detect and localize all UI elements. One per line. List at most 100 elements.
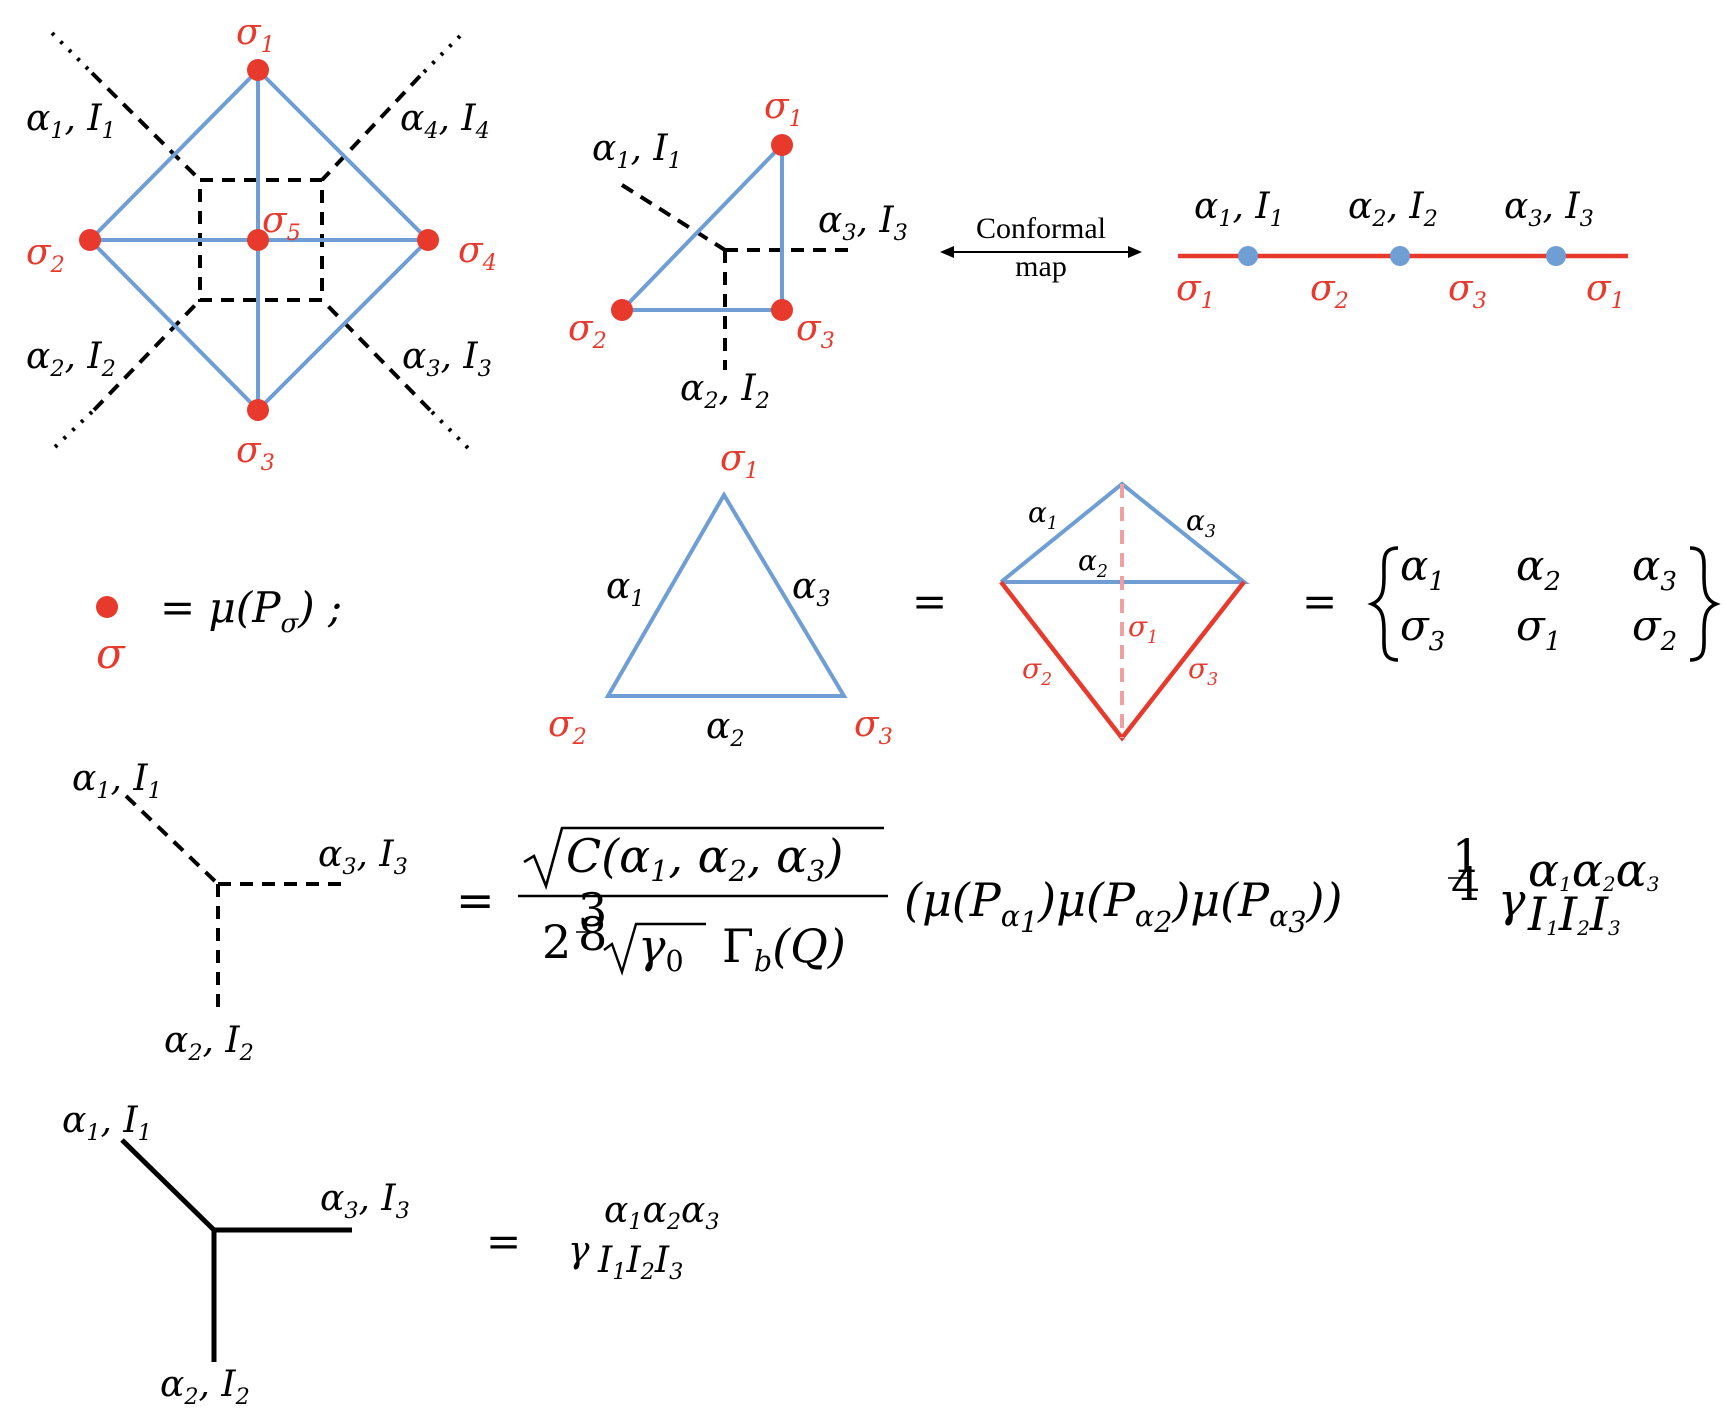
gamma-subscript: I1I2I3 [597, 1240, 683, 1285]
panel-triangle-graph: σ1 σ2 σ3 α1, I1 α3, I3 α2, I2 [568, 86, 908, 414]
conformal-map-arrow: Conformal map [940, 212, 1142, 283]
panel-boundary-line: α1, I1 α2, I2 α3, I3 σ1 σ2 σ3 σ1 [1176, 186, 1628, 314]
label-alpha2-I2: α2, I2 [164, 1020, 254, 1066]
gamma0: γ0 [638, 919, 684, 978]
gamma-subscript: I1I2I3 [1527, 887, 1621, 941]
label-alpha1-I1: α1, I1 [592, 128, 682, 174]
sqrt-numerator [523, 826, 884, 891]
label-sigma2: σ2 [1022, 652, 1052, 690]
legend-equation: = μ(Pσ) ; [160, 583, 342, 639]
puncture-1 [1238, 246, 1258, 266]
gamma-b-Q: Γb(Q) [722, 919, 846, 978]
label-alpha1-I1: α1, I1 [26, 98, 116, 144]
product-term: (μ(Pα1)μ(Pα2)μ(Pα3)) [904, 873, 1342, 939]
structure-constant-formula: = C(α1, α2, α3) 2 3 8 γ0 Γb(Q) (μ(Pα1)μ(… [456, 826, 1659, 978]
label-sigma1-left: σ1 [1176, 268, 1215, 314]
sigma4-dot [417, 229, 439, 251]
equals-2: = [1302, 577, 1337, 626]
label-sigma1: σ1 [1128, 610, 1158, 648]
label-sigma2: σ2 [568, 308, 607, 354]
quarter-den: 4 [1451, 857, 1480, 911]
label-sigma1-right: σ1 [1586, 268, 1625, 314]
sigma2-dot [79, 229, 101, 251]
sigma2-dot [611, 299, 633, 321]
label-sigma4: σ4 [458, 230, 497, 276]
label-sigma2: σ2 [548, 704, 587, 750]
edge-alpha4 [320, 74, 422, 182]
label-alpha1-I1: α1, I1 [1194, 186, 1284, 232]
label-sigma3: σ3 [854, 704, 893, 750]
denominator-base: 2 [542, 915, 571, 969]
label-alpha3-I3: α3, I3 [318, 834, 408, 880]
gamma-symbol: γ [1498, 873, 1526, 927]
arrow-label-line1: Conformal [976, 212, 1106, 245]
label-sigma5: σ5 [262, 200, 301, 246]
matrix-bottom-2: σ1 [1516, 601, 1561, 657]
label-alpha4-I4: α4, I4 [400, 98, 490, 144]
symbol-matrix: α1 α2 α3 σ3 σ1 σ2 [1367, 541, 1721, 662]
label-alpha1: α1 [606, 566, 645, 612]
dots-top-right [418, 34, 462, 78]
edge-alpha2 [92, 298, 202, 412]
label-alpha2-I2: α2, I2 [160, 1364, 250, 1410]
equals-3: = [456, 873, 495, 927]
edge-alpha1 [90, 71, 202, 182]
label-alpha1: α1 [1028, 496, 1058, 534]
label-sigma: σ [96, 629, 126, 678]
label-sigma3: σ3 [1448, 268, 1487, 314]
exponent-den: 8 [578, 907, 607, 961]
matrix-top-3: α3 [1632, 541, 1677, 597]
right-brace [1689, 546, 1721, 662]
label-alpha2-I2: α2, I2 [26, 336, 116, 382]
label-alpha2-I2: α2, I2 [680, 368, 770, 414]
gamma-superscript: α1α2α3 [604, 1190, 720, 1235]
label-sigma1: σ1 [720, 438, 759, 484]
gamma-superscript: α1α2α3 [1528, 843, 1659, 897]
label-alpha3: α3 [792, 566, 831, 612]
matrix-top-1: α1 [1400, 541, 1445, 597]
sigma5-dot [247, 229, 269, 251]
label-sigma1: σ1 [236, 12, 275, 58]
label-alpha2: α2 [1078, 544, 1108, 582]
blue-triangle [604, 491, 848, 698]
equals-1: = [912, 577, 947, 626]
sigma3-dot [771, 299, 793, 321]
sigma3-dot [247, 399, 269, 421]
label-sigma3: σ3 [236, 430, 275, 476]
label-alpha2-I2: α2, I2 [1348, 186, 1438, 232]
edge-alpha1 [124, 794, 220, 886]
dots-top-left [50, 31, 94, 75]
label-alpha3: α3 [1186, 504, 1216, 542]
panel-blue-triangle: σ1 σ2 σ3 α1 α3 α2 [548, 438, 893, 752]
exponent-num: 3 [578, 883, 607, 937]
label-sigma2: σ2 [1310, 268, 1349, 314]
solid-vertex: α1, I1 α3, I3 α2, I2 [62, 1100, 410, 1410]
sqrt-gamma0 [603, 922, 706, 976]
label-sigma3: σ3 [796, 308, 835, 354]
equals-4: = [486, 1217, 521, 1266]
arrow-label-line2: map [1015, 250, 1067, 283]
dashed-vertex: α1, I1 α3, I3 α2, I2 [72, 758, 408, 1066]
numerator: C(α1, α2, α3) [566, 829, 843, 888]
label-alpha1-I1: α1, I1 [72, 758, 162, 804]
label-alpha3-I3: α3, I3 [402, 336, 492, 382]
sigma1-dot [247, 59, 269, 81]
panel-tetrahedron: α1 α3 α2 σ1 σ2 σ3 [999, 481, 1250, 742]
label-sigma3: σ3 [1188, 652, 1218, 690]
label-alpha1-I1: α1, I1 [62, 1100, 152, 1146]
quarter-num: 1 [1452, 829, 1481, 883]
label-alpha3-I3: α3, I3 [320, 1178, 410, 1224]
blue-triangle [617, 140, 784, 312]
panel-pentagon-graph: σ1 σ2 σ4 σ3 σ5 α1, I1 α4, I4 α2, I2 α3, … [26, 12, 497, 476]
matrix-bottom-3: σ2 [1632, 601, 1677, 657]
label-sigma2: σ2 [26, 232, 65, 278]
label-sigma1: σ1 [764, 86, 803, 132]
edge-alpha1 [120, 1138, 216, 1232]
label-alpha2: α2 [706, 706, 745, 752]
sigma-dot [96, 596, 118, 618]
sigma1-dot [771, 134, 793, 156]
gamma-equality: = γ α1α2α3 I1I2I3 [486, 1190, 720, 1285]
label-alpha3-I3: α3, I3 [818, 200, 908, 246]
arrow-head-right [1128, 246, 1142, 258]
